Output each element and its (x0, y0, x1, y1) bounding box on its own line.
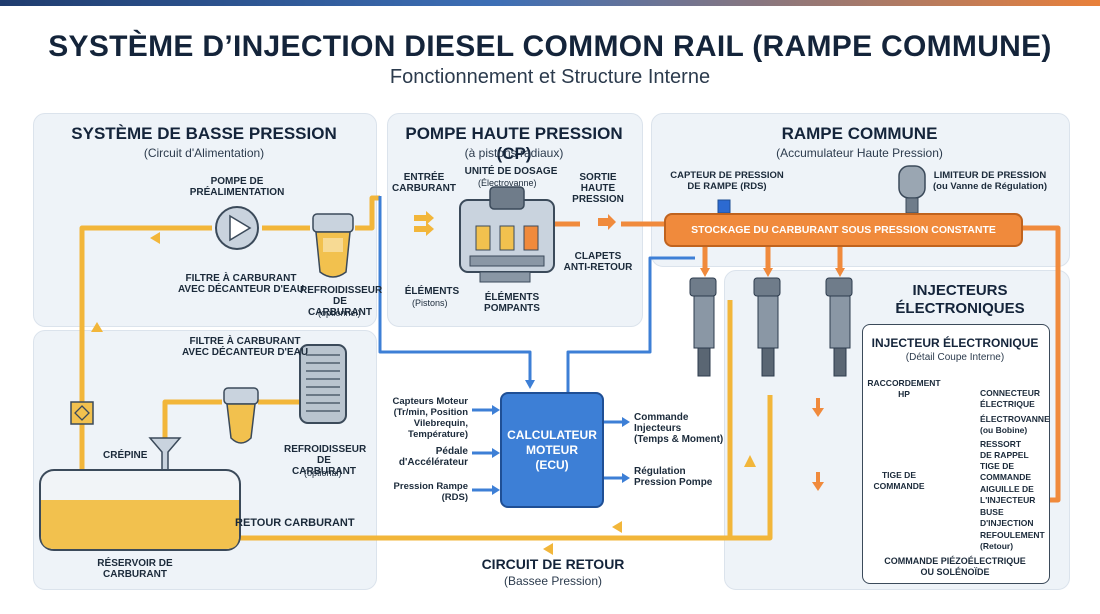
fuel-inlet-label: ENTRÉE CARBURANT (392, 172, 456, 194)
injectors-title: INJECTEURS ÉLECTRONIQUES (895, 282, 1025, 317)
rail-title: RAMPE COMMUNE (781, 124, 938, 143)
fuel-tank-icon (39, 469, 241, 551)
ecu-box: CALCULATEUR MOTEUR (ECU) (500, 392, 604, 508)
signal-arrow-icon (492, 485, 500, 495)
fuel-cooler-label: REFROIDISSEUR DE CARBURANT (300, 285, 383, 318)
ecu-input-sensors: Capteurs Moteur (Tr/min, Position Vilebr… (392, 396, 468, 440)
low-pressure-title: SYSTÈME DE BASSE PRESSION (71, 124, 337, 143)
flow-arrow-icon (543, 543, 553, 555)
ecu-input-pedal: Pédale d'Accélérateur (398, 446, 468, 468)
injector-footer-label: COMMANDE PIÉZOÉLECTRIQUE OU SOLÉNOÏDE (884, 556, 1026, 577)
injector-2-icon (753, 277, 781, 377)
ecu-output-injectors: Commande Injecteurs (Temps & Moment) (634, 412, 724, 445)
solenoid-label: ÉLECTROVANNE (ou Bobine) (980, 414, 1050, 435)
fuel-filter-2-label: FILTRE À CARBURANT AVEC DÉCANTEUR D'EAU (181, 336, 309, 358)
signal-line-ecu-top (378, 196, 532, 385)
pressure-limiter-icon (898, 165, 926, 214)
pressure-limiter-label: LIMITEUR DE PRESSION (ou Vanne de Régula… (932, 170, 1047, 192)
flow-arrow-icon (91, 322, 103, 332)
hp-line-return-right (1019, 225, 1061, 503)
needle-label: AIGUILLE DE L'INJECTEUR (980, 484, 1036, 505)
pumping-elements-label: ÉLÉMENTS POMPANTS (484, 292, 540, 314)
hp-arrow-icon (598, 214, 616, 230)
supply-line-to-hp (355, 195, 380, 231)
hp-arrow-icon (835, 268, 845, 277)
flow-arrow-icon (612, 521, 622, 533)
hp-pump-title: POMPE HAUTE PRESSION (CP) (405, 124, 623, 163)
hp-arrow-icon (763, 268, 773, 277)
signal-arrow-icon (622, 473, 630, 483)
hp-outlet-label: SORTIE HAUTE PRESSION (572, 172, 624, 205)
rail-subtitle: (Accumulateur Haute Pression) (776, 146, 943, 160)
signal-arrow-icon (622, 417, 630, 427)
feed-pump-icon (215, 206, 259, 250)
flow-arrow-icon (744, 455, 756, 467)
hp-arrow-icon (700, 268, 710, 277)
fuel-cooler-icon (299, 344, 347, 424)
ecu-label: CALCULATEUR MOTEUR (ECU) (507, 427, 597, 472)
pistons-sub: (Pistons) (412, 298, 448, 308)
rail-pressure-sensor-icon (717, 199, 731, 214)
overflow-label: REFOULEMENT (Retour) (980, 530, 1045, 551)
injector-3-icon (825, 277, 853, 377)
metering-unit-sub: (Électrovanne) (478, 178, 537, 188)
hp-connection-label: RACCORDEMENT HP (867, 378, 941, 399)
fuel-filter-2-icon (223, 387, 259, 444)
signal-line-to-injector (566, 256, 695, 392)
hp-pump-subtitle: (à pistons radiaux) (464, 146, 564, 160)
signal-arrow-icon (492, 405, 500, 415)
return-fuel-label: RETOUR CARBURANT (235, 517, 355, 529)
ecu-output-pump: Régulation Pression Pompe (634, 466, 713, 488)
common-rail-bar: STOCKAGE DU CARBURANT SOUS PRESSION CONS… (664, 213, 1023, 247)
return-line-bottom (222, 395, 773, 541)
pistons-label: ÉLÉMENTS (404, 286, 460, 297)
injector-1-icon (689, 277, 717, 377)
control-rod-left-label: TIGE DE COMMANDE (873, 470, 925, 491)
fuel-cooler-2-note: (optional) (304, 468, 342, 478)
metering-unit-label: UNITÉ DE DOSAGE (464, 166, 558, 177)
hp-arrow-icon (812, 472, 824, 491)
strainer-icon (148, 437, 182, 471)
injector-detail-box (862, 324, 1050, 584)
fuel-cooler-2-label: REFROIDISSEUR DE CARBURANT (284, 444, 367, 477)
fuel-cooler-note: (optionnel) (318, 308, 361, 318)
flow-arrow-icon (150, 232, 160, 244)
injector-detail-title: INJECTEUR ÉLECTRONIQUE (871, 336, 1039, 350)
flow-arrow-icon (414, 222, 434, 236)
supply-line-tank-filter (162, 399, 222, 470)
return-circuit-title: CIRCUIT DE RETOUR (481, 556, 625, 572)
ecu-input-rail-pressure: Pression Rampe (RDS) (393, 481, 468, 503)
rail-sensor-label: CAPTEUR DE PRESSION DE RAMPE (RDS) (670, 170, 784, 192)
low-pressure-subtitle: (Circuit d'Alimentation) (143, 146, 265, 160)
fuel-tank-label: RÉSERVOIR DE CARBURANT (97, 558, 173, 580)
return-spring-label: RESSORT DE RAPPEL (980, 439, 1029, 460)
feed-pump-label: POMPE DE PRÉALIMENTATION (189, 176, 285, 198)
control-rod-label: TIGE DE COMMANDE (980, 461, 1031, 482)
strainer-label: CRÉPINE (103, 450, 148, 461)
signal-arrow-icon (492, 448, 500, 458)
page-subtitle: Fonctionnement et Structure Interne (389, 66, 711, 88)
valve-icon (70, 401, 94, 425)
check-valves-label: CLAPETS ANTI-RETOUR (563, 251, 633, 273)
top-accent-bar (0, 0, 1100, 6)
hp-arrow-icon (812, 398, 824, 417)
fuel-filter-icon (312, 213, 354, 278)
nozzle-label: BUSE D'INJECTION (980, 507, 1034, 528)
page-title: SYSTÈME D’INJECTION DIESEL COMMON RAIL (… (48, 30, 1052, 63)
injector-detail-subtitle: (Détail Coupe Interne) (905, 352, 1005, 363)
signal-arrow-icon (525, 380, 535, 389)
electrical-connector-label: CONNECTEUR ÉLECTRIQUE (980, 388, 1040, 409)
flow-arrow-icon (414, 211, 434, 225)
fuel-filter-label: FILTRE À CARBURANT AVEC DÉCANTEUR D'EAU (177, 273, 305, 295)
hp-pump-icon (459, 186, 555, 283)
return-circuit-subtitle: (Bassee Pression) (503, 574, 603, 588)
